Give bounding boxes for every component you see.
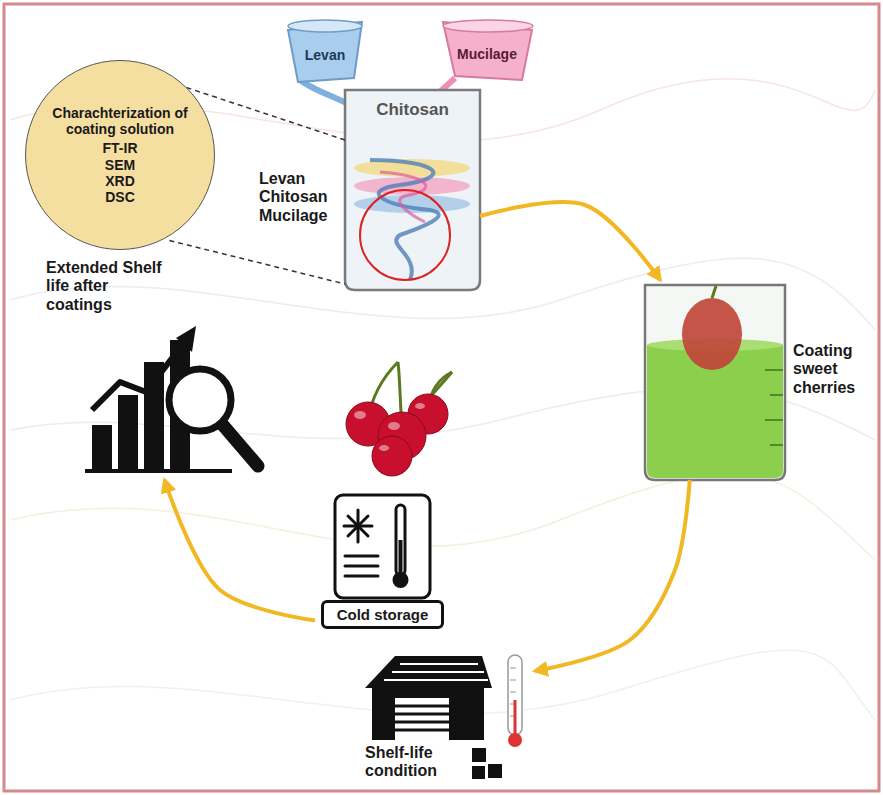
flow-arrow (535, 480, 690, 671)
node-label: Chitosan (345, 100, 480, 120)
node-label: Shelf-life condition (365, 744, 465, 781)
levan-cup: Levan (288, 30, 362, 80)
node-text: Levan Chitosan Mucilage (259, 170, 341, 225)
mixing-beaker: ChitosanLevan Chitosan Mucilage (345, 90, 480, 290)
mucilage-cup: Mucilage (443, 30, 531, 78)
characterization-circle: Charachterization of coating solutionFT-… (25, 60, 215, 250)
node-label: Mucilage (457, 46, 517, 62)
flow-arrow (165, 480, 315, 621)
node-text: SEM (105, 157, 135, 173)
cold-storage-icon: Cold storage (315, 490, 450, 635)
flow-arrow (480, 202, 660, 280)
node-text: DSC (105, 189, 135, 205)
shelf-life-chart: Extended Shelf life after coatings (40, 255, 275, 480)
leader-line (169, 241, 345, 285)
node-label: Coating sweet cherries (793, 342, 873, 397)
warehouse-icon: Shelf-life condition (365, 650, 535, 790)
node-label: Levan (305, 47, 345, 63)
coating-beaker: Coating sweet cherries (640, 280, 877, 480)
node-text: XRD (105, 173, 135, 189)
node-text: FT-IR (103, 140, 138, 156)
node-label: Extended Shelf life after coatings (46, 259, 170, 314)
node-label: Charachterization of coating solution (47, 105, 193, 137)
node-label: Cold storage (321, 600, 444, 629)
